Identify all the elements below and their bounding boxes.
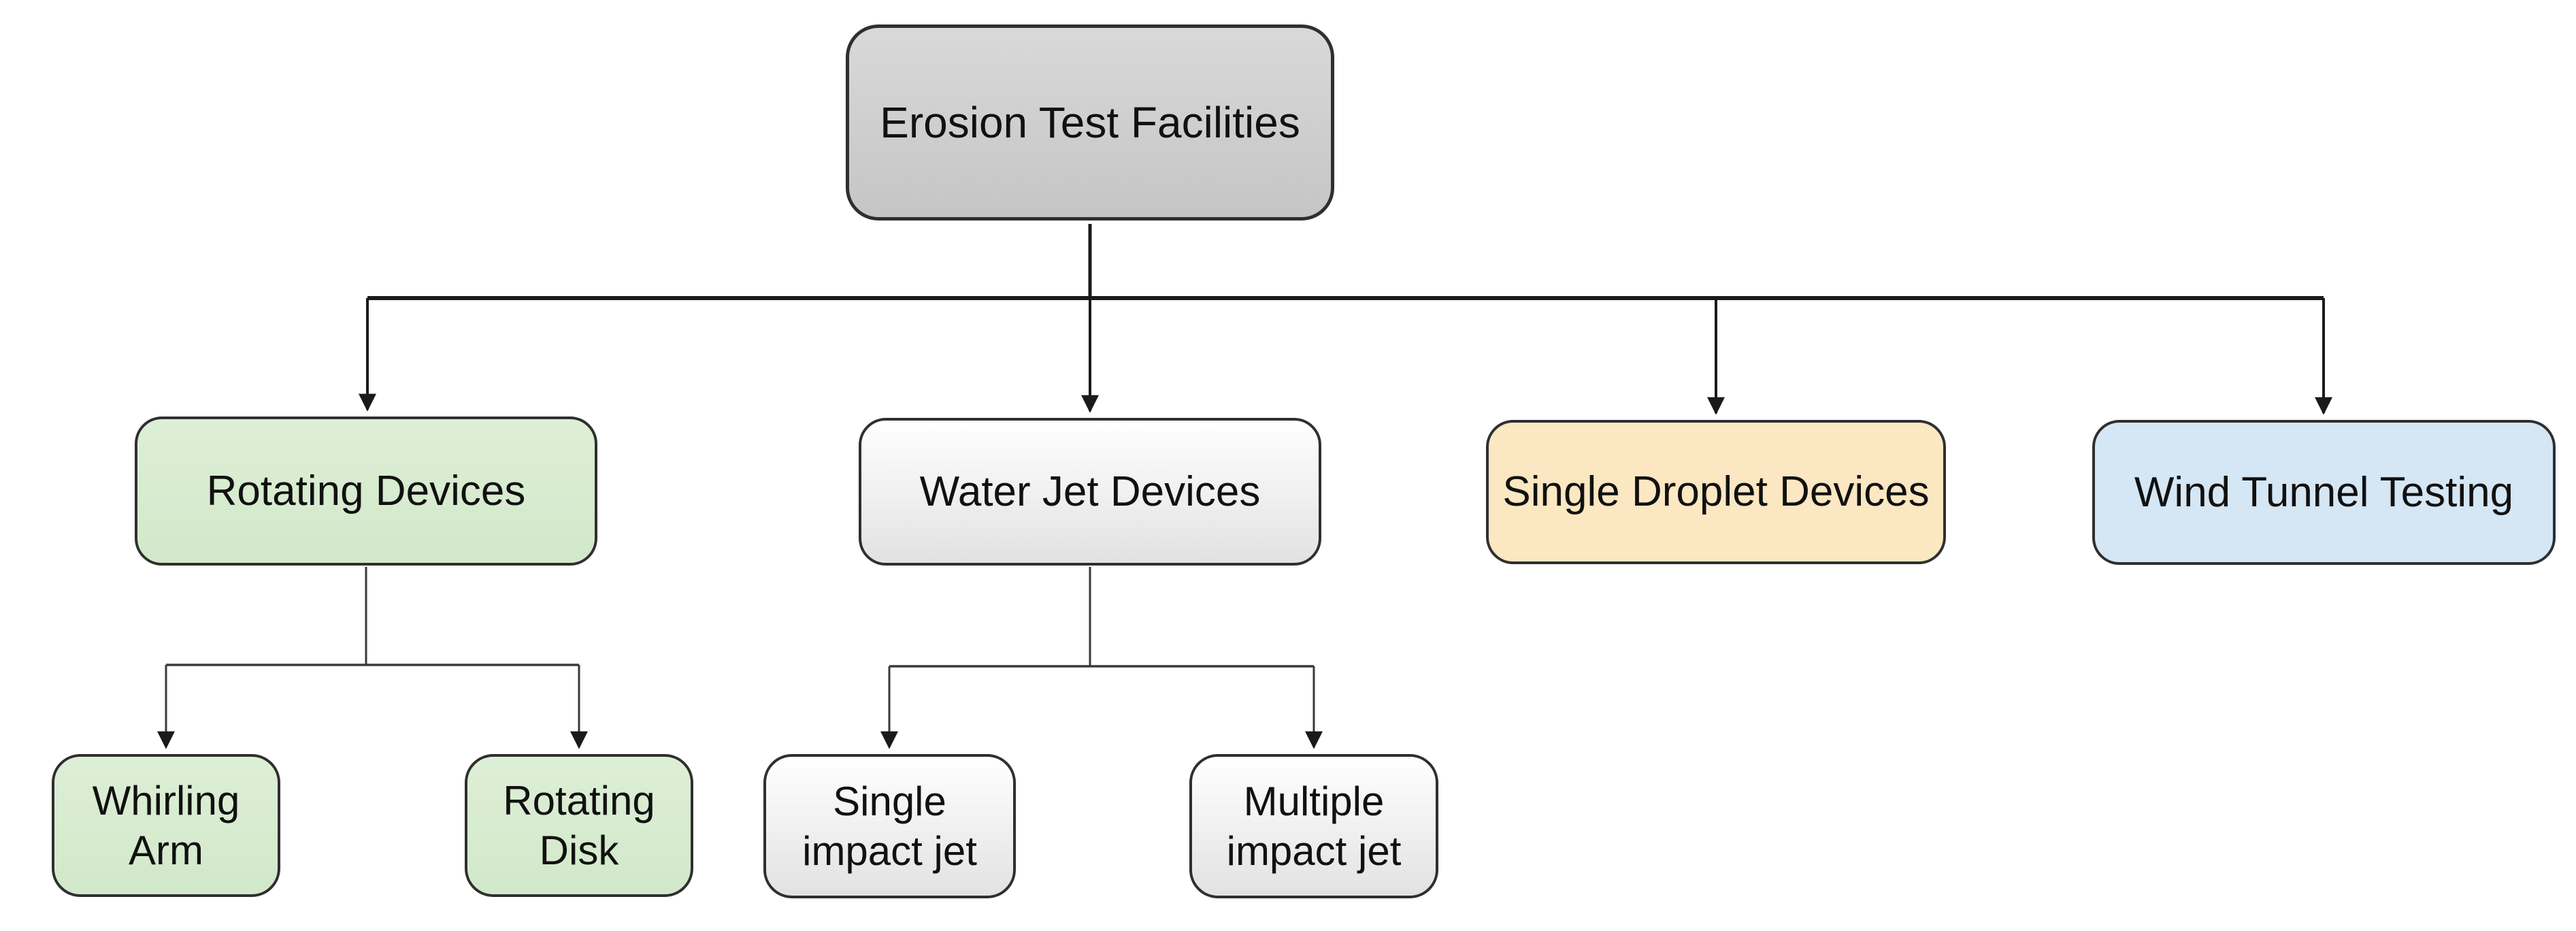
- node-multiple-impact-jet: Multiple impact jet: [1189, 754, 1438, 898]
- node-label: Multiple impact jet: [1226, 778, 1402, 874]
- node-erosion-test-facilities: Erosion Test Facilities: [846, 24, 1334, 220]
- node-label: Rotating Disk: [503, 777, 655, 873]
- node-label: Erosion Test Facilities: [880, 97, 1300, 147]
- node-wind-tunnel-testing: Wind Tunnel Testing: [2092, 420, 2556, 565]
- node-rotating-devices: Rotating Devices: [135, 416, 597, 566]
- node-label: Water Jet Devices: [919, 468, 1261, 515]
- node-label: Single Droplet Devices: [1502, 468, 1930, 516]
- node-label: Wind Tunnel Testing: [2134, 468, 2514, 516]
- node-rotating-disk: Rotating Disk: [465, 754, 693, 897]
- node-label: Whirling Arm: [92, 777, 240, 873]
- node-whirling-arm: Whirling Arm: [52, 754, 280, 897]
- node-label: Single impact jet: [802, 778, 977, 874]
- node-single-impact-jet: Single impact jet: [763, 754, 1016, 898]
- node-label: Rotating Devices: [206, 467, 526, 514]
- node-single-droplet-devices: Single Droplet Devices: [1486, 420, 1946, 564]
- node-water-jet-devices: Water Jet Devices: [859, 418, 1321, 566]
